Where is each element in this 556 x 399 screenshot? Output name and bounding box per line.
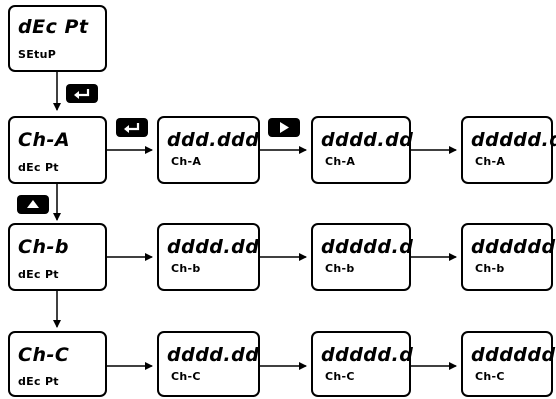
channel-c-sub-label: dEc Pt (18, 375, 59, 388)
channel-c-option-3-box: dddddd Ch-C (461, 331, 556, 397)
channel-b-option-2-box: ddddd.d Ch-b (311, 223, 414, 291)
option-sub-label: Ch-A (171, 155, 202, 168)
option-sub-label: Ch-A (325, 155, 356, 168)
option-main-label: dddddd (471, 236, 556, 258)
option-sub-label: Ch-b (325, 262, 355, 275)
option-main-label: dddddd (471, 344, 556, 366)
channel-a-option-3-box: ddddd.d Ch-A (461, 116, 556, 184)
channel-b-sub-label: dEc Pt (18, 268, 59, 281)
option-main-label: ddddd.d (321, 236, 414, 258)
channel-a-option-1-box: ddd.ddd Ch-A (157, 116, 260, 184)
option-main-label: ddddd.d (321, 344, 414, 366)
option-main-label: dddd.dd (321, 129, 414, 151)
channel-a-option-2-box: dddd.dd Ch-A (311, 116, 414, 184)
channel-b-box: Ch-b dEc Pt (8, 223, 107, 291)
enter-key-icon (116, 118, 148, 137)
option-sub-label: Ch-b (171, 262, 201, 275)
option-main-label: dddd.dd (167, 236, 260, 258)
option-main-label: dddd.dd (167, 344, 260, 366)
channel-a-main-label: Ch-A (18, 129, 71, 151)
setup-main-label: dEc Pt (18, 16, 89, 38)
channel-c-box: Ch-C dEc Pt (8, 331, 107, 397)
right-key-icon (268, 118, 300, 137)
option-main-label: ddd.ddd (167, 129, 260, 151)
option-sub-label: Ch-A (475, 155, 506, 168)
channel-a-box: Ch-A dEc Pt (8, 116, 107, 184)
channel-b-option-3-box: dddddd Ch-b (461, 223, 556, 291)
setup-box: dEc Pt SEtuP (8, 5, 107, 72)
option-sub-label: Ch-C (325, 370, 355, 383)
channel-c-option-1-box: dddd.dd Ch-C (157, 331, 260, 397)
channel-b-option-1-box: dddd.dd Ch-b (157, 223, 260, 291)
up-key-icon (17, 195, 49, 214)
option-sub-label: Ch-C (475, 370, 505, 383)
channel-c-main-label: Ch-C (18, 344, 70, 366)
option-sub-label: Ch-b (475, 262, 505, 275)
enter-key-icon (66, 84, 98, 103)
option-main-label: ddddd.d (471, 129, 556, 151)
channel-c-option-2-box: ddddd.d Ch-C (311, 331, 414, 397)
setup-sub-label: SEtuP (18, 48, 57, 61)
channel-b-main-label: Ch-b (18, 236, 69, 258)
channel-a-sub-label: dEc Pt (18, 161, 59, 174)
option-sub-label: Ch-C (171, 370, 201, 383)
